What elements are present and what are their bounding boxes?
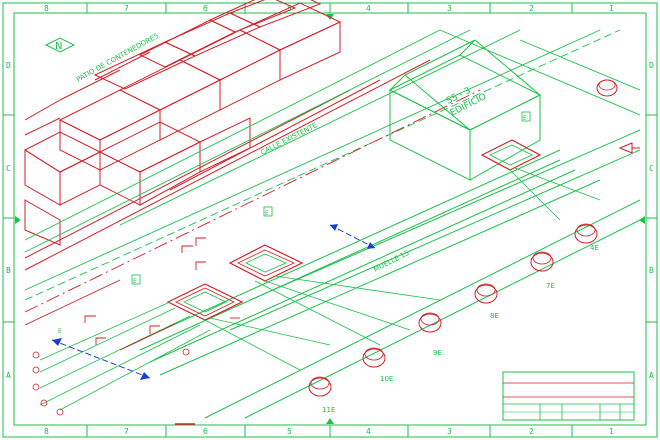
row-label-left-d: D: [6, 61, 11, 70]
section-marker-label: E: [58, 328, 62, 335]
row-label-left-a: A: [6, 371, 11, 380]
vault-tag-c: E: [521, 111, 531, 122]
section-cut-2: [329, 224, 376, 249]
vault-tag-a: E: [131, 274, 141, 285]
bollard-icon: [362, 347, 386, 368]
row-label-left-b: B: [6, 266, 11, 275]
col-label-bottom-5: 5: [287, 427, 292, 436]
col-label-bottom-1: 1: [609, 427, 614, 436]
bollard-icon: [308, 376, 332, 397]
row-label-right-a: A: [649, 371, 654, 380]
north-arrow-icon: N: [44, 37, 76, 53]
right-detail: [618, 142, 640, 154]
container-yard: [23, 0, 431, 271]
berth-label-8e: 8E: [490, 312, 499, 320]
bollard-icon: [474, 283, 498, 304]
col-label-bottom-3: 3: [447, 427, 452, 436]
vault-tag-b: E: [263, 206, 273, 217]
vault-b: [228, 244, 304, 282]
building-ss3: [388, 39, 542, 181]
street-lines: [24, 29, 641, 301]
section-cut-1: [51, 338, 151, 380]
row-label-left-c: C: [6, 164, 11, 173]
col-label-bottom-2: 2: [529, 427, 534, 436]
bollard-icon: [574, 223, 598, 244]
col-label-bottom-7: 7: [124, 427, 129, 436]
col-label-top-3: 3: [447, 4, 452, 13]
col-label-top-7: 7: [124, 4, 129, 13]
berth-label-7e: 7E: [546, 282, 555, 290]
svg-text:E: E: [265, 210, 269, 217]
bollard-icon: [530, 251, 554, 272]
col-label-top-8: 8: [44, 4, 49, 13]
col-label-bottom-8: 8: [44, 427, 49, 436]
col-label-top-5: 5: [287, 4, 292, 13]
bollard-icon: [596, 79, 618, 97]
row-label-right-b: B: [649, 266, 654, 275]
col-label-top-2: 2: [529, 4, 534, 13]
svg-text:N: N: [55, 41, 62, 52]
berth-labels: 11E 10E 9E 8E 7E 4E: [322, 244, 599, 414]
col-label-bottom-4: 4: [366, 427, 371, 436]
svg-text:E: E: [523, 115, 527, 122]
vault-c: [480, 139, 542, 171]
grid-labels: 8 7 6 5 4 3 2 1 8 7 6 5 4 3 2 1 D C B A …: [6, 4, 654, 436]
col-label-bottom-6: 6: [203, 427, 208, 436]
berth-label-11e: 11E: [322, 406, 335, 414]
berth-label-9e: 9E: [433, 349, 442, 357]
berth-label-10e: 10E: [380, 375, 393, 383]
row-label-right-c: C: [649, 164, 654, 173]
duct-runs: [39, 167, 601, 411]
vault-a: [166, 283, 244, 321]
col-label-top-4: 4: [366, 4, 371, 13]
svg-text:E: E: [133, 278, 137, 285]
red-property-line: [24, 89, 481, 326]
red-tag-marks: [84, 237, 240, 351]
berth-label-4e: 4E: [590, 244, 599, 252]
bollards: [308, 79, 618, 397]
row-label-right-d: D: [649, 61, 654, 70]
pull-boxes: [32, 348, 190, 416]
bollard-icon: [418, 312, 442, 333]
col-label-top-1: 1: [609, 4, 614, 13]
title-block: [502, 371, 635, 421]
col-label-top-6: 6: [203, 4, 208, 13]
